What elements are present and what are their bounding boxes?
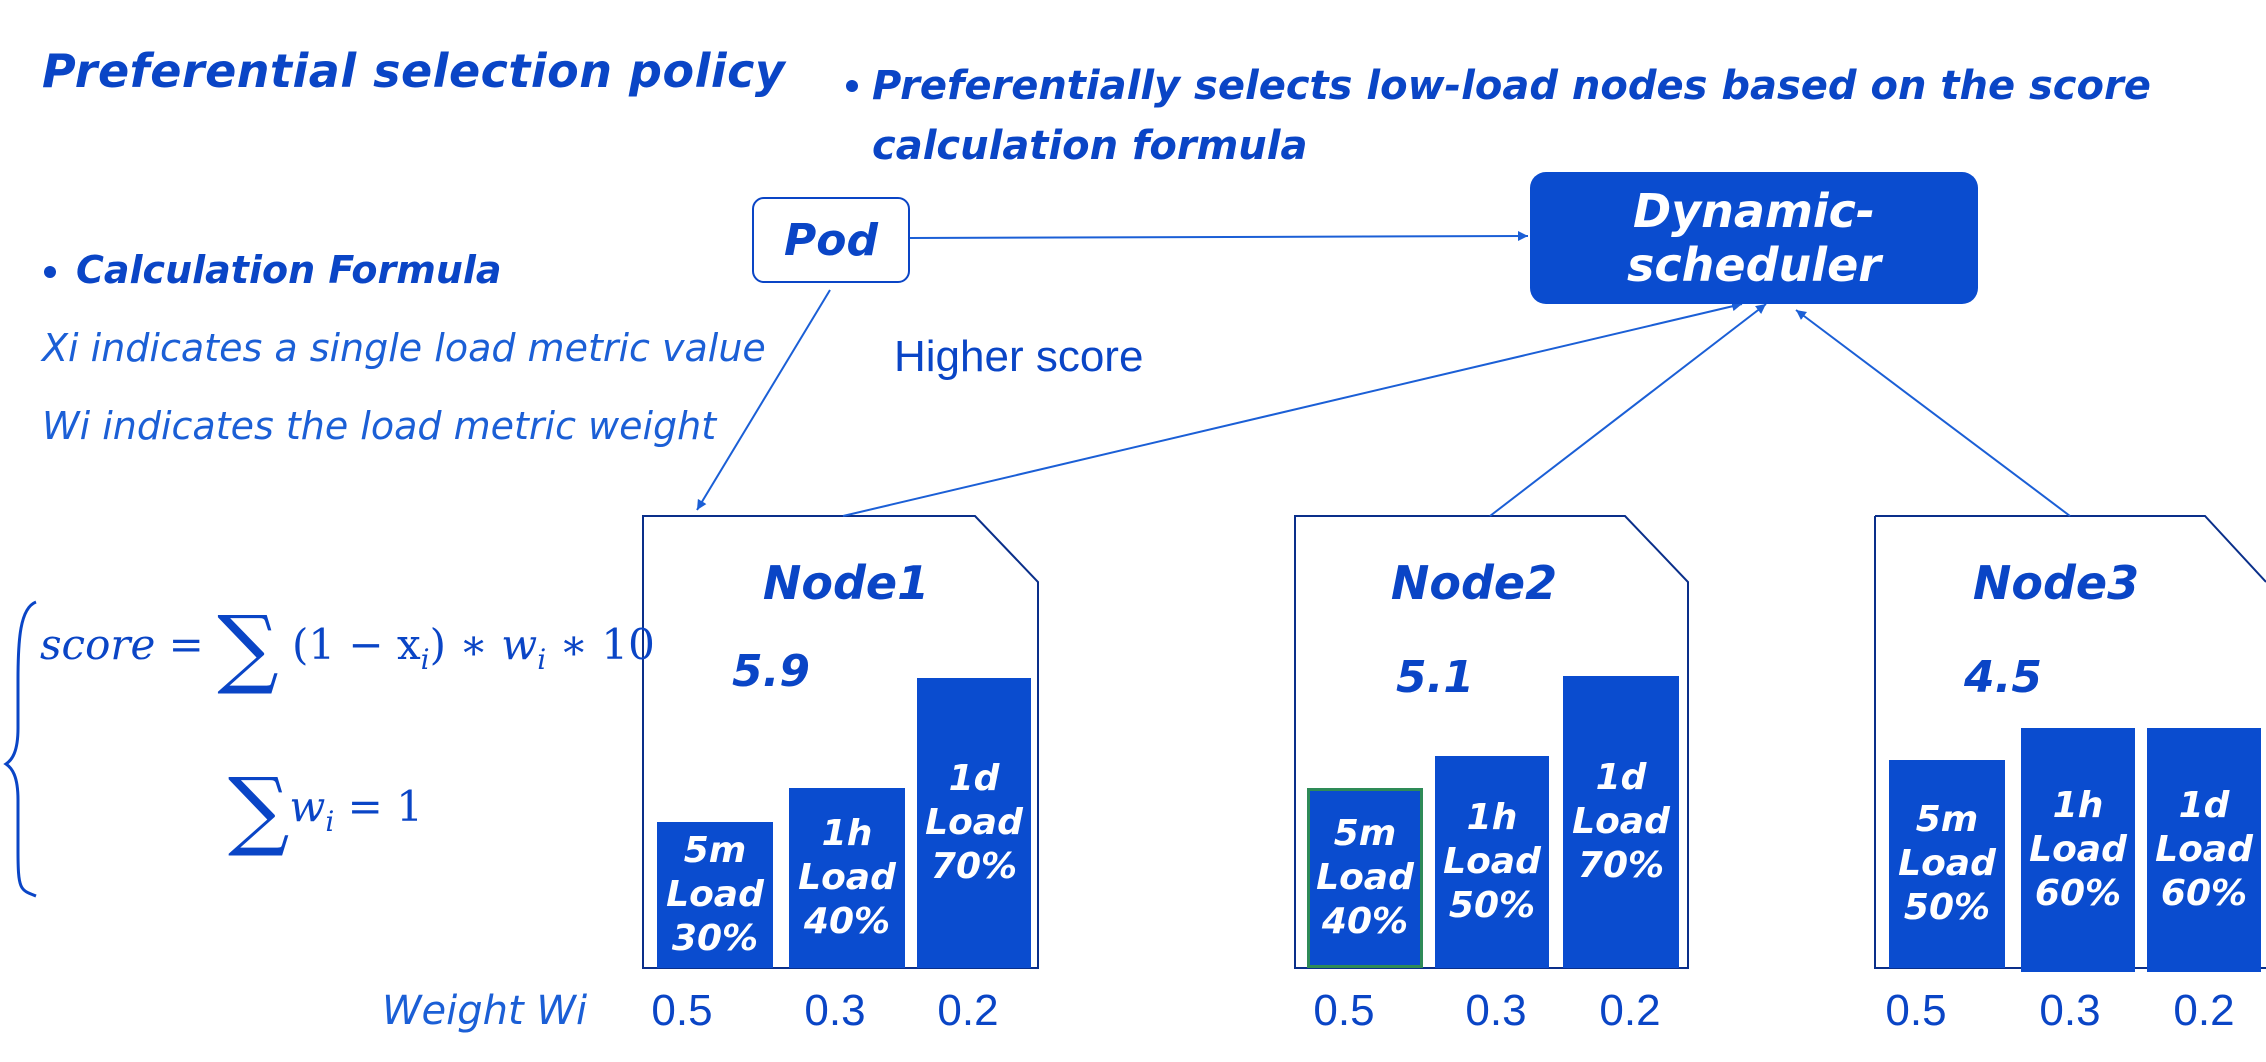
node3-score: 4.5 bbox=[1964, 652, 2042, 703]
bar-pct: 50% bbox=[1903, 887, 1991, 928]
node2-weight-1h: 0.3 bbox=[1465, 986, 1527, 1035]
note-wi: Wi indicates the load metric weight bbox=[42, 404, 717, 448]
score-formula: score = ∑ (1 − xi) ∗ wi ∗ 10 bbox=[40, 605, 655, 691]
scheduler-line1: Dynamic- bbox=[1632, 184, 1876, 238]
bar-pct: 40% bbox=[803, 901, 891, 942]
bar-word: Load bbox=[798, 857, 896, 898]
policy-description-line1: Preferentially selects low-load nodes ba… bbox=[872, 63, 2151, 109]
bar-pct: 60% bbox=[2034, 873, 2122, 914]
formula-sub-i: i bbox=[420, 643, 430, 676]
formula-sub-i: i bbox=[537, 643, 547, 676]
bullet-dot bbox=[846, 80, 858, 92]
policy-description: Preferentially selects low-load nodes ba… bbox=[846, 56, 2172, 176]
bar-period: 1h bbox=[2052, 785, 2104, 826]
bar-pct: 50% bbox=[1448, 885, 1536, 926]
calc-formula-label: Calculation Formula bbox=[76, 248, 502, 292]
bar-word: Load bbox=[1443, 841, 1541, 882]
bullet-dot bbox=[44, 266, 56, 278]
scheduler-line2: scheduler bbox=[1627, 238, 1881, 292]
formula-w: w bbox=[501, 620, 538, 669]
node3-weight-1h: 0.3 bbox=[2039, 986, 2101, 1035]
node2-weight-5m: 0.5 bbox=[1313, 986, 1375, 1035]
pod-to-node1-arrow bbox=[696, 289, 831, 511]
node1-to-scheduler-arrow bbox=[842, 301, 1743, 517]
dynamic-scheduler-box: Dynamic- scheduler bbox=[1530, 172, 1978, 304]
node2-outline bbox=[1294, 515, 1689, 969]
bar-period: 1d bbox=[2178, 785, 2230, 826]
node1-bar-1d: 1d Load 70% bbox=[917, 678, 1031, 968]
bar-period: 1h bbox=[821, 813, 873, 854]
bar-period: 1h bbox=[1466, 797, 1518, 838]
formula-w: w bbox=[289, 782, 326, 831]
node2-bar-1h: 1h Load 50% bbox=[1435, 756, 1549, 968]
bar-word: Load bbox=[1898, 843, 1996, 884]
formula-sub-i: i bbox=[325, 805, 335, 838]
node2-bar-1d: 1d Load 70% bbox=[1563, 676, 1679, 968]
node2-score: 5.1 bbox=[1396, 652, 1474, 703]
node1-bar-1h: 1h Load 40% bbox=[789, 788, 905, 968]
node3-weight-5m: 0.5 bbox=[1885, 986, 1947, 1035]
bar-pct: 40% bbox=[1321, 901, 1409, 942]
formula-equals: = bbox=[168, 620, 218, 669]
weight-sum-formula: ∑wi = 1 bbox=[228, 767, 423, 853]
node3-outline bbox=[1875, 515, 2266, 583]
formula-tail: ∗ 10 bbox=[546, 620, 655, 669]
formula-tail: = 1 bbox=[334, 782, 423, 831]
bar-period: 5m bbox=[683, 830, 747, 871]
bar-period: 5m bbox=[1333, 813, 1397, 854]
node1-outline bbox=[642, 515, 1039, 969]
formula-term-mid: ) ∗ bbox=[429, 620, 502, 669]
sum-symbol: ∑ bbox=[217, 598, 279, 698]
node3-bar-1d: 1d Load 60% bbox=[2147, 728, 2261, 972]
node3-outline-left bbox=[1874, 516, 2266, 969]
policy-description-line2: calculation formula bbox=[872, 123, 1308, 169]
bar-pct: 30% bbox=[671, 918, 759, 959]
higher-score-label: Higher score bbox=[894, 332, 1144, 381]
node2-title: Node2 bbox=[1390, 556, 1558, 610]
node2-to-scheduler-arrow bbox=[1489, 303, 1767, 517]
weight-label: Weight Wi bbox=[382, 988, 588, 1034]
note-xi: Xi indicates a single load metric value bbox=[42, 326, 766, 370]
node1-bar-5m: 5m Load 30% bbox=[657, 822, 773, 968]
node3-bar-5m: 5m Load 50% bbox=[1889, 760, 2005, 968]
formula-term: (1 − x bbox=[291, 620, 421, 669]
pod-to-scheduler-arrow bbox=[909, 231, 1529, 242]
node3-bar-1h: 1h Load 60% bbox=[2021, 728, 2135, 972]
node2-weight-1d: 0.2 bbox=[1599, 986, 1661, 1035]
sum-symbol: ∑ bbox=[228, 760, 290, 860]
pod-box: Pod bbox=[752, 197, 910, 283]
bar-word: Load bbox=[1572, 801, 1670, 842]
node1-weight-1h: 0.3 bbox=[804, 986, 866, 1035]
bar-word: Load bbox=[925, 802, 1023, 843]
bar-word: Load bbox=[666, 874, 764, 915]
bar-pct: 70% bbox=[1577, 845, 1665, 886]
bar-word: Load bbox=[1316, 857, 1414, 898]
node2-bar-5m: 5m Load 40% bbox=[1307, 788, 1423, 968]
bar-period: 1d bbox=[948, 758, 1000, 799]
bar-period: 5m bbox=[1915, 799, 1979, 840]
bar-pct: 70% bbox=[930, 846, 1018, 887]
node3-weight-1d: 0.2 bbox=[2173, 986, 2235, 1035]
node3-title: Node3 bbox=[1972, 556, 2140, 610]
formula-score-var: score bbox=[40, 620, 156, 669]
bar-pct: 60% bbox=[2160, 873, 2248, 914]
node1-weight-1d: 0.2 bbox=[937, 986, 999, 1035]
node1-weight-5m: 0.5 bbox=[651, 986, 713, 1035]
node3-to-scheduler-arrow bbox=[1795, 309, 2071, 517]
calc-formula-heading: Calculation Formula bbox=[44, 248, 502, 292]
node1-title: Node1 bbox=[762, 556, 930, 610]
bar-word: Load bbox=[2155, 829, 2253, 870]
bar-period: 1d bbox=[1595, 757, 1647, 798]
page-title: Preferential selection policy bbox=[42, 44, 786, 98]
bar-word: Load bbox=[2029, 829, 2127, 870]
node1-score: 5.9 bbox=[732, 646, 810, 697]
formula-brace bbox=[3, 600, 37, 898]
